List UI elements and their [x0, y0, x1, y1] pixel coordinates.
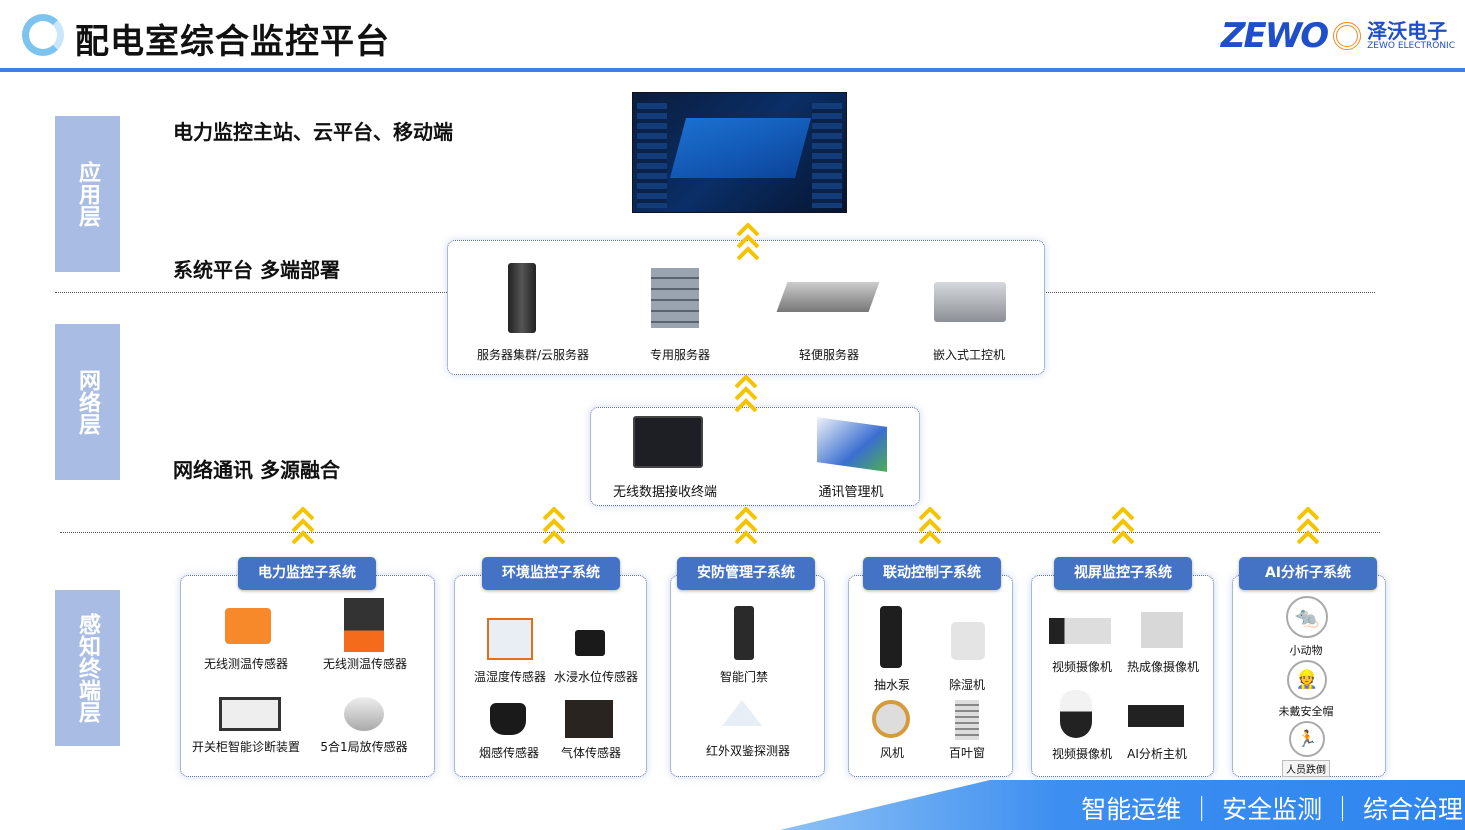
- subsystem-box-environment: [454, 575, 647, 777]
- subsystem-title: 视屏监控子系统: [1054, 557, 1192, 590]
- embedded-pc-image: [934, 282, 1006, 322]
- smoke-sensor-image: [490, 703, 526, 735]
- device-label: 智能门禁: [719, 670, 769, 684]
- dashboard-screenshot: [632, 92, 847, 213]
- up-arrow-icon: [918, 506, 942, 547]
- device-label: 抽水泵: [873, 678, 911, 692]
- device-label: 水浸水位传感器: [553, 670, 639, 684]
- up-arrow-icon: [734, 374, 758, 415]
- page-title: 配电室综合监控平台: [75, 22, 390, 62]
- animal-icon: 🐀: [1286, 596, 1328, 638]
- subsystem-title: 电力监控子系统: [238, 557, 376, 590]
- up-arrow-icon: [291, 506, 315, 547]
- device-label: 红外双鉴探测器: [705, 744, 791, 758]
- device-label: 无线测温传感器: [203, 657, 289, 671]
- up-arrow-icon: [1296, 506, 1320, 547]
- fall-icon: 🏃: [1289, 721, 1325, 757]
- water-sensor-image: [575, 630, 605, 656]
- server-label: 专用服务器: [649, 348, 711, 362]
- server-label: 服务器集群/云服务器: [476, 348, 590, 362]
- ai-host-image: [1128, 705, 1184, 727]
- subsystem-box-power: [180, 575, 435, 777]
- device-label: 未戴安全帽: [1278, 705, 1334, 718]
- heading-app: 电力监控主站、云平台、移动端: [173, 120, 453, 144]
- divider: [60, 532, 1380, 533]
- device-label: 除湿机: [948, 678, 986, 692]
- heading-platform: 系统平台 多端部署: [173, 258, 340, 282]
- up-arrow-icon: [1111, 506, 1135, 547]
- layer-network: 网络层: [55, 324, 120, 480]
- server-label: 嵌入式工控机: [932, 348, 1006, 362]
- subsystem-box-video: [1031, 575, 1214, 777]
- video-camera-image: [1049, 618, 1111, 644]
- device-label: 视频摄像机: [1051, 747, 1113, 761]
- dehumidifier-image: [951, 622, 985, 660]
- dedicated-server-image: [651, 268, 699, 328]
- device-label: 温湿度传感器: [473, 670, 547, 684]
- brand-swirl-icon: [1333, 22, 1362, 50]
- device-label: 烟感传感器: [478, 746, 540, 760]
- heading-network: 网络通讯 多源融合: [173, 458, 340, 482]
- gas-sensor-image: [565, 700, 613, 738]
- device-label: 风机: [879, 746, 905, 760]
- wireless-terminal-image: [633, 416, 703, 468]
- device-label: 小动物: [1289, 644, 1323, 657]
- subsystem-title: 环境监控子系统: [482, 557, 620, 590]
- temp-sensor-image: [344, 598, 384, 652]
- network-device-label: 通讯管理机: [818, 485, 884, 500]
- server-label: 轻便服务器: [798, 348, 860, 362]
- device-label: 5合1局放传感器: [320, 740, 408, 754]
- device-label: 热成像摄像机: [1126, 660, 1200, 674]
- up-arrow-icon: [736, 222, 760, 263]
- diagnostic-device-image: [219, 697, 281, 731]
- footer-slogan: 智能运维 ｜ 安全监测 ｜ 综合治理: [1081, 795, 1463, 824]
- device-label: 人员跌倒: [1282, 760, 1330, 777]
- pump-image: [880, 606, 902, 668]
- temp-sensor-image: [225, 608, 271, 644]
- header-divider: [0, 68, 1465, 72]
- device-label: 气体传感器: [560, 746, 622, 760]
- helmet-icon: 👷: [1287, 660, 1327, 700]
- fan-image: [872, 700, 910, 738]
- pd-sensor-image: [344, 697, 384, 731]
- light-server-image: [776, 282, 880, 312]
- access-control-image: [734, 606, 754, 660]
- comm-manager-image: [817, 417, 887, 472]
- ptz-camera-image: [1060, 690, 1092, 738]
- network-device-label: 无线数据接收终端: [612, 485, 718, 500]
- louver-image: [955, 700, 979, 740]
- layer-perception: 感知终端层: [55, 590, 120, 746]
- subsystem-title: 联动控制子系统: [863, 557, 1001, 590]
- up-arrow-icon: [542, 506, 566, 547]
- device-label: 无线测温传感器: [322, 657, 408, 671]
- thermal-camera-image: [1141, 612, 1183, 648]
- device-label: AI分析主机: [1127, 747, 1187, 761]
- device-label: 视频摄像机: [1051, 660, 1113, 674]
- up-arrow-icon: [734, 506, 758, 547]
- layer-application: 应用层: [55, 116, 120, 272]
- server-cluster-image: [508, 263, 536, 333]
- subsystem-title: 安防管理子系统: [677, 557, 815, 590]
- humidity-sensor-image: [487, 618, 533, 660]
- device-label: 百叶窗: [948, 746, 986, 760]
- device-label: 开关柜智能诊断装置: [191, 740, 301, 754]
- subsystem-box-linkage: [848, 575, 1013, 777]
- subsystem-title: AI分析子系统: [1239, 557, 1377, 590]
- logo-icon: [22, 14, 64, 56]
